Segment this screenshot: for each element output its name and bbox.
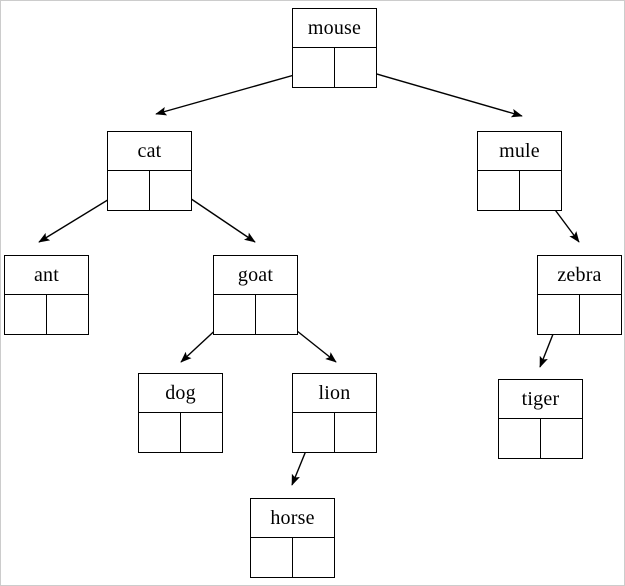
node-label-goat: goat	[237, 264, 274, 286]
right-pointer-cell-ant[interactable]	[47, 295, 88, 334]
left-pointer-cell-horse[interactable]	[251, 538, 293, 577]
node-label-horse: horse	[270, 507, 315, 529]
node-label-lion: lion	[318, 382, 351, 404]
tree-node-ant[interactable]: ant	[4, 255, 89, 335]
node-pointers-mule	[478, 170, 561, 210]
right-pointer-cell-tiger[interactable]	[541, 419, 582, 458]
tree-node-tiger[interactable]: tiger	[498, 379, 583, 459]
right-pointer-cell-cat[interactable]	[150, 171, 191, 210]
node-label-mule: mule	[499, 140, 540, 162]
node-pointers-cat	[108, 170, 191, 210]
left-pointer-cell-ant[interactable]	[5, 295, 47, 334]
right-pointer-cell-mouse[interactable]	[335, 48, 376, 87]
node-pointers-goat	[214, 294, 297, 334]
right-pointer-cell-lion[interactable]	[335, 413, 376, 452]
node-pointers-ant	[5, 294, 88, 334]
tree-node-cat[interactable]: cat	[107, 131, 192, 211]
tree-node-goat[interactable]: goat	[213, 255, 298, 335]
node-pointers-mouse	[293, 47, 376, 87]
right-pointer-cell-zebra[interactable]	[580, 295, 621, 334]
left-pointer-cell-dog[interactable]	[139, 413, 181, 452]
right-pointer-cell-dog[interactable]	[181, 413, 222, 452]
tree-node-mouse[interactable]: mouse	[292, 8, 377, 88]
node-pointers-zebra	[538, 294, 621, 334]
left-pointer-cell-tiger[interactable]	[499, 419, 541, 458]
tree-node-dog[interactable]: dog	[138, 373, 223, 453]
right-pointer-cell-goat[interactable]	[256, 295, 297, 334]
tree-node-horse[interactable]: horse	[250, 498, 335, 578]
tree-node-zebra[interactable]: zebra	[537, 255, 622, 335]
node-label-cat: cat	[137, 140, 162, 162]
left-pointer-cell-lion[interactable]	[293, 413, 335, 452]
left-pointer-cell-mouse[interactable]	[293, 48, 335, 87]
left-pointer-cell-zebra[interactable]	[538, 295, 580, 334]
node-label-zebra: zebra	[557, 264, 602, 286]
left-pointer-cell-mule[interactable]	[478, 171, 520, 210]
node-pointers-lion	[293, 412, 376, 452]
tree-node-lion[interactable]: lion	[292, 373, 377, 453]
node-label-ant: ant	[33, 264, 60, 286]
node-label-tiger: tiger	[521, 388, 560, 410]
tree-node-mule[interactable]: mule	[477, 131, 562, 211]
right-pointer-cell-mule[interactable]	[520, 171, 561, 210]
node-label-dog: dog	[165, 382, 196, 404]
node-pointers-dog	[139, 412, 222, 452]
left-pointer-cell-cat[interactable]	[108, 171, 150, 210]
right-pointer-cell-horse[interactable]	[293, 538, 334, 577]
node-label-mouse: mouse	[307, 17, 362, 39]
node-pointers-horse	[251, 537, 334, 577]
left-pointer-cell-goat[interactable]	[214, 295, 256, 334]
node-pointers-tiger	[499, 418, 582, 458]
